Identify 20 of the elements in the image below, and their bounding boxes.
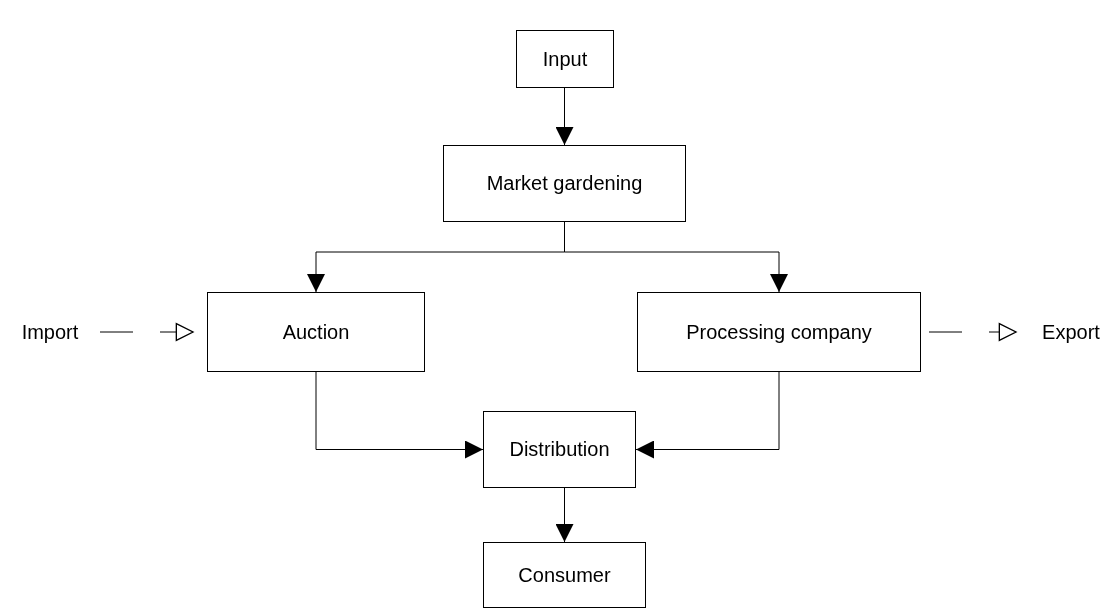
broken-arrow	[928, 323, 1017, 341]
box-label: Input	[542, 47, 588, 71]
process-box	[637, 292, 921, 372]
arrow	[555, 487, 574, 543]
box-label: Market gardening	[486, 172, 643, 195]
box-label: Processing company	[686, 320, 872, 344]
process-box	[207, 292, 425, 372]
broken-arrow	[99, 323, 194, 341]
process-box	[483, 411, 636, 488]
box-label: Auction	[282, 320, 350, 344]
process-box	[443, 145, 686, 222]
arrow	[635, 371, 780, 459]
box-label: Distribution	[509, 438, 610, 461]
flow-label: Export	[1030, 316, 1112, 348]
arrow	[315, 371, 484, 459]
process-box	[516, 30, 614, 88]
arrow	[555, 87, 574, 146]
process-box	[483, 542, 646, 608]
flow-label: Import	[8, 316, 92, 348]
box-label: Consumer	[518, 563, 611, 587]
